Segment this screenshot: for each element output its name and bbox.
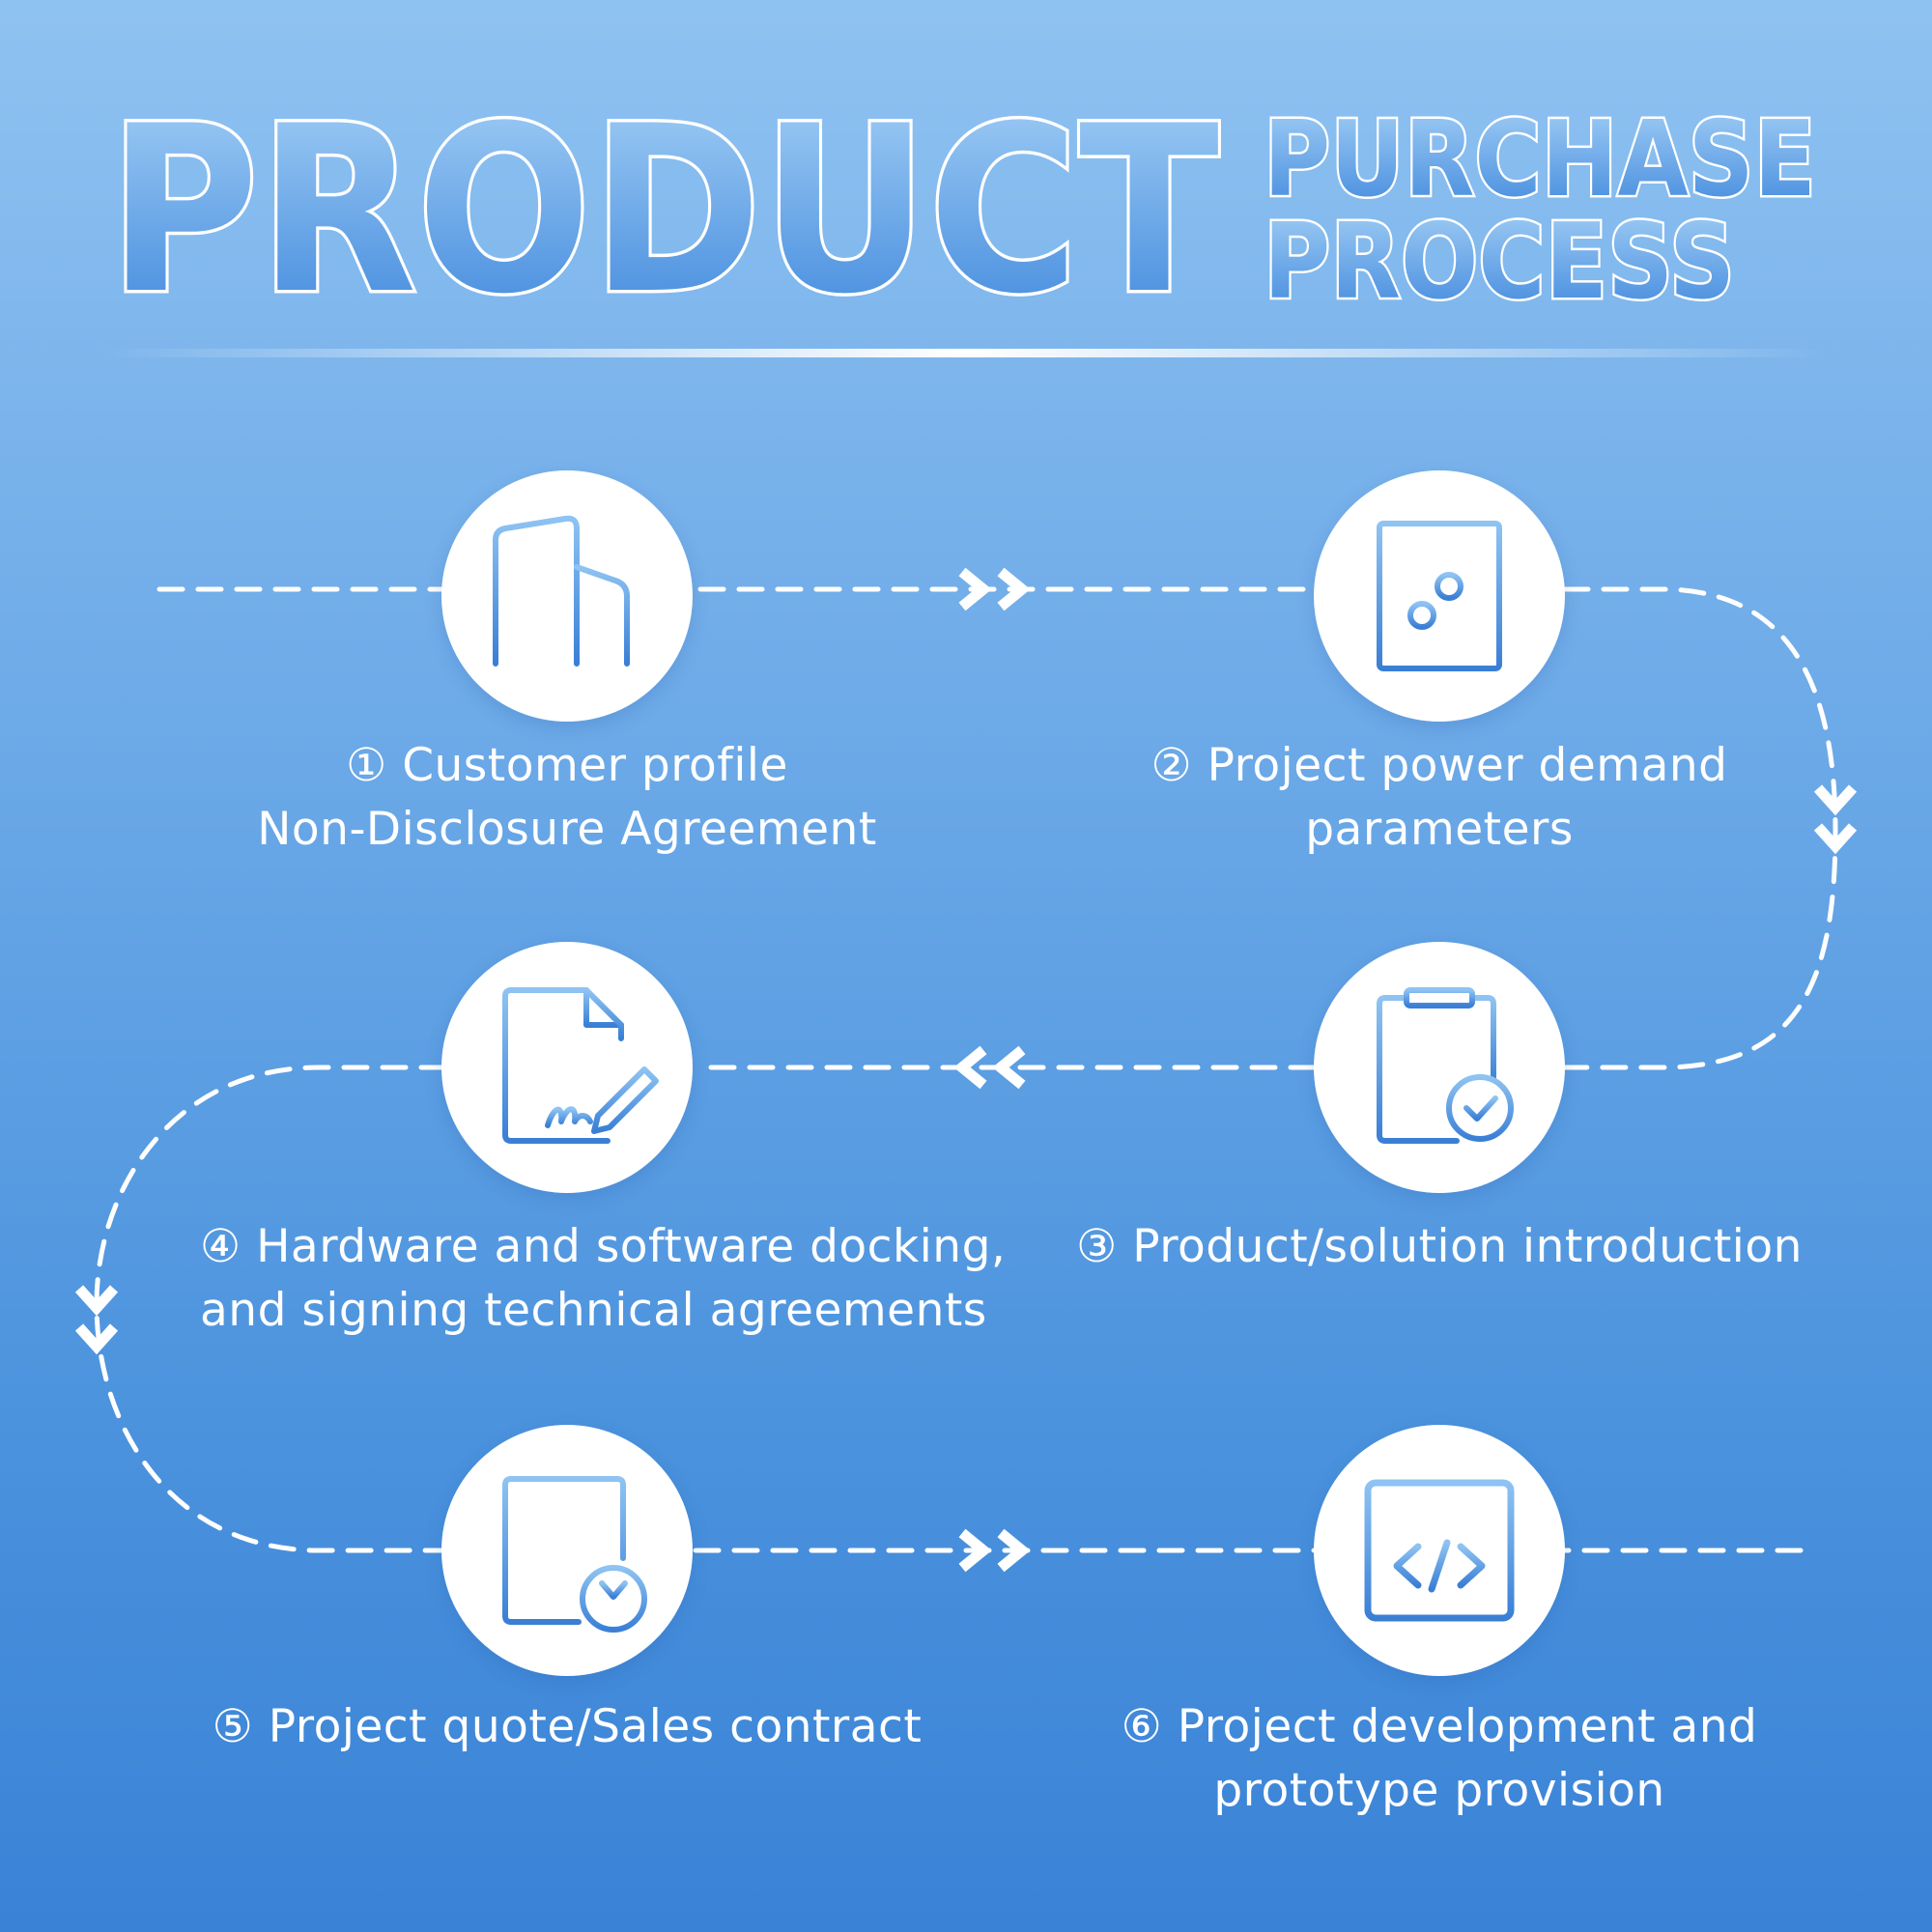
step-3-node [1314,942,1565,1193]
title-sub-line2: PROCESS [1264,202,1735,323]
connector-2-3 [1562,586,1838,1070]
title-sub-line1: PURCHASE [1264,99,1816,220]
step-1-node [441,470,693,722]
step-6-node [1314,1425,1565,1676]
code-window-icon [1364,1479,1515,1622]
step-5-node [441,1425,693,1676]
clipboard-check-icon [1377,987,1514,1144]
chevron-down-icon [74,1285,119,1355]
step-3-label: ③ Product/solution introduction [1076,1220,1803,1273]
title-banner: PRODUCT PURCHASE PROCESS [105,74,1826,357]
building-icon [479,515,638,668]
title-main: PRODUCT [108,77,1219,345]
step-4-node [441,942,693,1193]
chevron-right-icon [958,567,1031,611]
contract-signature-icon [502,987,659,1144]
title-divider [106,349,1826,357]
chevron-right-icon [958,1528,1031,1573]
step-2-label: ② Project power demand parameters [1151,739,1728,856]
step-5-label: ⑤ Project quote/Sales contract [212,1700,923,1753]
chevron-left-icon [953,1045,1026,1090]
chevron-down-icon [1813,784,1858,855]
step-6-label: ⑥ Project development and prototype prov… [1121,1700,1758,1817]
step-4-label: ④ Hardware and software docking, and sig… [200,1220,1007,1337]
document-sliders-icon [1377,521,1502,671]
invoice-yen-icon [502,1476,647,1633]
step-2-node [1314,470,1565,722]
step-1-label: ① Customer profile Non-Disclosure Agreem… [257,739,877,856]
